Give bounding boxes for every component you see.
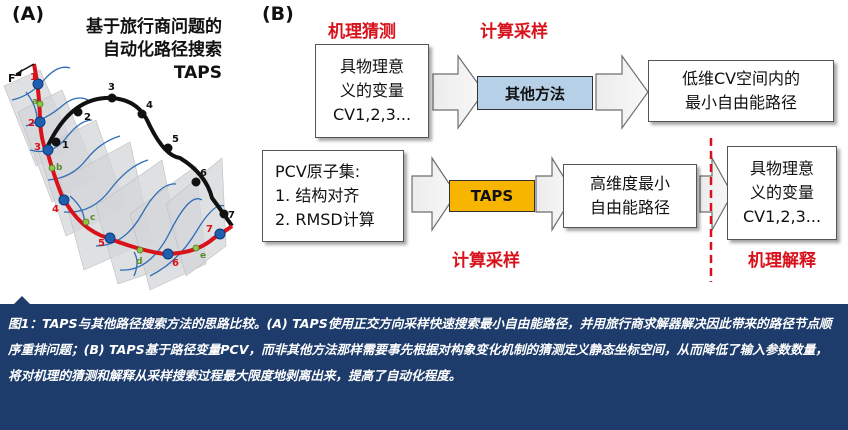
red-node-label: 3: [34, 142, 41, 153]
box-physical-bottom-line3: CV1,2,3...: [742, 207, 822, 226]
box-physical-bottom-line1: 具物理意: [749, 159, 814, 178]
arrow-bottom-3: [699, 155, 733, 233]
caption-notch: [12, 296, 32, 306]
red-node-label: 4: [52, 204, 59, 215]
panel-a-title: 基于旅行商问题的 自动化路径搜索 TAPS: [56, 16, 222, 85]
flow-arrows: [411, 54, 733, 282]
sampling-trajectory: [11, 66, 71, 101]
black-node: [163, 143, 173, 153]
panel-a-label: (A): [12, 3, 45, 25]
label-mechanism-explain: 机理解释: [748, 251, 816, 271]
black-node-label: 6: [200, 168, 207, 179]
green-node: [82, 218, 90, 226]
box-lowdim-path: 低维CV空间内的 最小自由能路径: [648, 60, 834, 122]
label-compute-sampling-top: 计算采样: [480, 22, 548, 42]
black-node-label: 3: [108, 82, 115, 93]
blue-node: [214, 228, 226, 240]
blue-node: [34, 116, 46, 128]
green-node: [136, 246, 144, 254]
black-node: [191, 177, 201, 187]
blue-node: [58, 194, 70, 206]
black-node-label: 2: [84, 112, 91, 123]
black-node-label: 1: [62, 140, 69, 151]
sampling-trajectory: [29, 119, 93, 153]
box-pcv-line1: PCV原子集:: [275, 162, 361, 181]
green-node: [36, 100, 44, 108]
box-physical-bottom-line2: 义的变量: [749, 183, 814, 202]
panel-a-title-line2: 自动化路径搜索: [103, 40, 222, 60]
box-highdim-line2: 自由能路径: [589, 198, 670, 217]
box-physical-top-line1: 具物理意: [339, 57, 404, 76]
sampling-trajectory: [119, 198, 203, 271]
blue-node: [162, 248, 174, 260]
box-pcv-atoms: PCV原子集: 1. 结构对齐 2. RMSD计算: [262, 150, 404, 242]
red-node-label: 1: [30, 72, 37, 83]
label-compute-sampling-bottom: 计算采样: [452, 251, 520, 271]
red-node-label: 5: [98, 238, 105, 249]
black-node: [137, 109, 147, 119]
panel-a-title-line3: TAPS: [173, 63, 222, 83]
green-node-label: a: [32, 97, 38, 107]
black-node: [73, 107, 83, 117]
f-arrow-head: [14, 69, 22, 76]
label-mechanism-guess: 机理猜测: [328, 22, 396, 42]
box-pcv-line3: 2. RMSD计算: [275, 210, 375, 229]
box-physical-top-line3: CV1,2,3...: [332, 105, 412, 124]
taps-box: TAPS: [449, 180, 535, 212]
panel-a-title-line1: 基于旅行商问题的: [86, 17, 222, 37]
black-node: [51, 137, 61, 147]
box-highdim-path: 高维度最小 自由能路径: [563, 164, 697, 228]
red-node-label: 2: [28, 118, 35, 129]
black-node-label: 5: [172, 134, 179, 145]
black-node-label: 4: [146, 100, 153, 111]
black-node: [107, 93, 117, 103]
sampling-trajectory: [47, 135, 121, 181]
red-node-label: 6: [172, 258, 179, 269]
box-pcv-line2: 1. 结构对齐: [275, 186, 360, 205]
box-lowdim-line2: 最小自由能路径: [684, 93, 797, 112]
black-node: [219, 209, 229, 219]
path-search-diagram: F 1 2 3 4 5 6 7 1 2 3 4 5 6 7: [3, 63, 235, 291]
box-lowdim-line1: 低维CV空间内的: [681, 69, 801, 88]
panel-b-label: (B): [262, 3, 294, 25]
sampling-trajectory: [63, 159, 149, 213]
arrow-bottom-1: [411, 156, 457, 232]
green-node: [192, 244, 200, 252]
blue-node: [104, 232, 116, 244]
arrow-top-2: [595, 54, 649, 130]
box-physical-top-line2: 义的变量: [339, 81, 404, 100]
green-node-label: c: [90, 213, 95, 223]
box-highdim-line1: 高维度最小: [589, 174, 670, 193]
red-node-label: 7: [206, 224, 213, 235]
blue-node: [32, 78, 44, 90]
black-path: [44, 95, 234, 228]
green-node-label: d: [136, 257, 142, 267]
other-methods-box: 其他方法: [477, 76, 593, 110]
figure-caption: 图1：TAPS与其他路径搜索方法的思路比较。(A) TAPS使用正交方向采样快速…: [0, 304, 848, 430]
green-node: [48, 164, 56, 172]
box-physical-variables-top: 具物理意 义的变量 CV1,2,3...: [315, 44, 429, 138]
green-node-label: b: [56, 163, 63, 173]
arrow-top-1: [432, 54, 485, 130]
sampling-trajectory: [133, 251, 138, 277]
black-node-label: 7: [228, 210, 235, 221]
green-node-label: e: [200, 251, 206, 261]
box-physical-variables-bottom: 具物理意 义的变量 CV1,2,3...: [727, 146, 837, 240]
blue-node: [42, 144, 54, 156]
axis-label-f: F: [8, 72, 16, 85]
